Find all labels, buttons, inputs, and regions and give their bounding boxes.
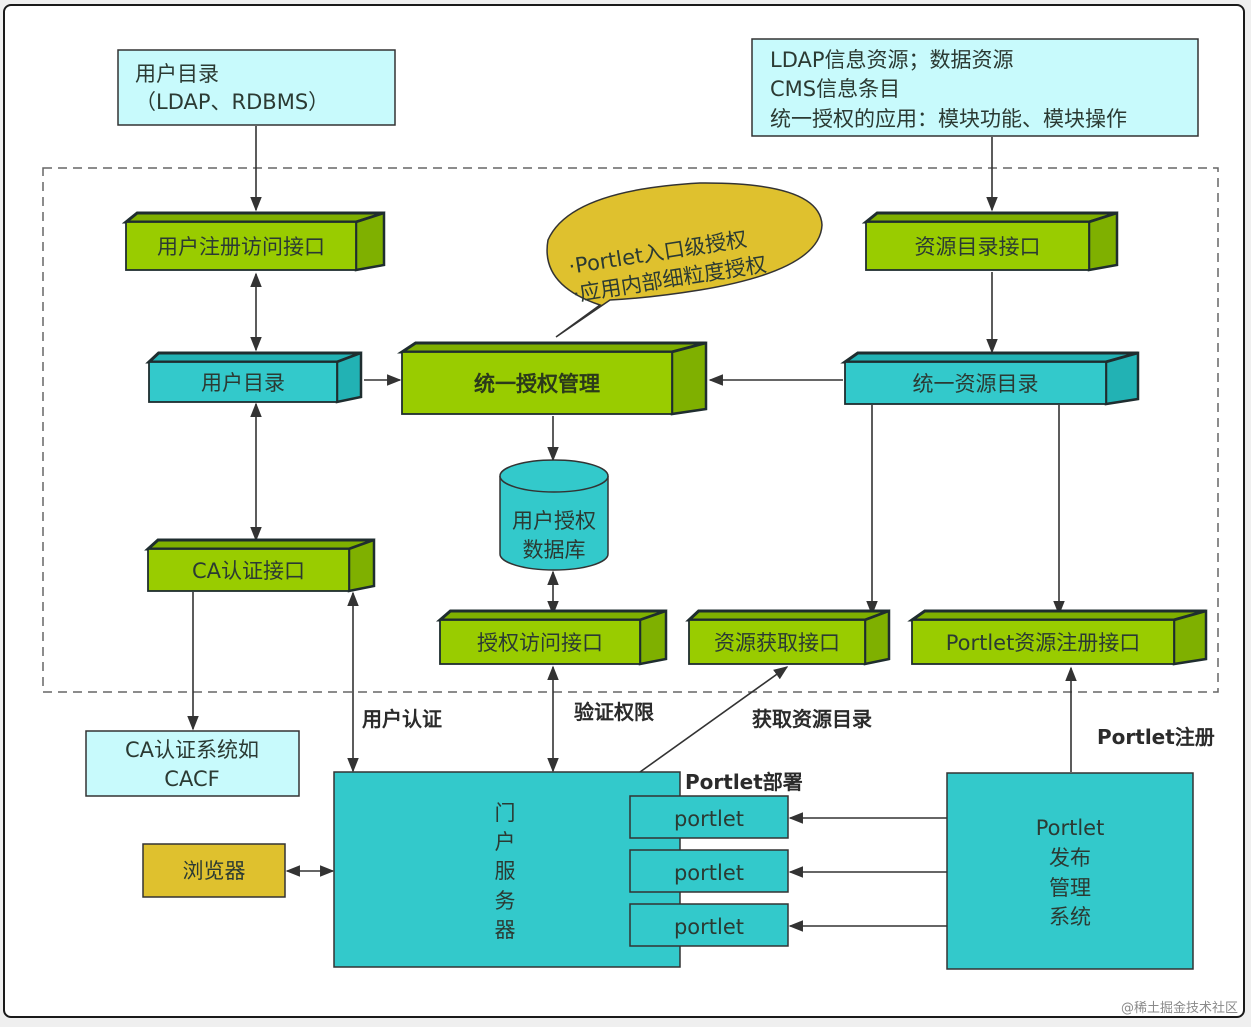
user-register-interface[interactable]: 用户注册访问接口	[121, 211, 386, 272]
portlet-1[interactable]: portlet	[629, 795, 789, 839]
unified-auth-management-label: 统一授权管理	[474, 372, 600, 396]
unified-resource-directory[interactable]: 统一资源目录	[840, 351, 1140, 406]
edge-label-user-auth: 用户认证	[362, 707, 442, 731]
edge-label-verify-permission: 验证权限	[574, 700, 654, 724]
ca-system-line2: CACF	[164, 767, 219, 791]
ca-auth-interface-front-face	[147, 548, 350, 592]
unified-auth-management-front-face	[401, 351, 673, 415]
portlet-register-interface[interactable]: Portlet资源注册接口	[907, 609, 1208, 666]
portlet-register-interface-side-face	[1172, 609, 1208, 666]
resource-source[interactable]: LDAP信息资源；数据资源 CMS信息条目 统一授权的应用：模块功能、模块操作	[751, 38, 1199, 137]
unified-resource-directory-top-face	[840, 351, 1139, 364]
ca-auth-interface-label: CA认证接口	[192, 559, 305, 583]
portal-server-char-1: 门	[495, 801, 516, 825]
auth-access-interface-front-face	[439, 619, 641, 665]
user-directory-label: 用户目录	[201, 371, 285, 395]
portal-server-char-3: 服	[495, 859, 516, 883]
auth-callout: ·Portlet入口级授权 ·应用内部细粒度授权	[546, 182, 823, 338]
user-directory-source[interactable]: 用户目录 （LDAP、RDBMS）	[117, 49, 396, 126]
portlet-3[interactable]: portlet	[629, 903, 789, 947]
watermark: @稀土掘金技术社区	[1121, 1000, 1238, 1016]
publish-system-line1: Portlet	[1036, 816, 1105, 840]
resource-fetch-interface-side-face	[863, 609, 891, 666]
ca-auth-interface[interactable]: CA认证接口	[144, 538, 376, 593]
portal-server-char-2: 户	[495, 830, 516, 854]
portlet-register-interface-front-face	[911, 619, 1175, 665]
unified-auth-management-top-face	[397, 341, 707, 354]
user-register-interface-label: 用户注册访问接口	[157, 235, 325, 259]
auth-access-interface-side-face	[638, 609, 668, 666]
auth-database[interactable]: 用户授权 数据库	[499, 459, 609, 571]
resource-fetch-interface-label: 资源获取接口	[714, 631, 840, 655]
auth-database-line1: 用户授权	[512, 509, 596, 533]
ca-system[interactable]: CA认证系统如 CACF	[85, 730, 300, 797]
portlet-3-label: portlet	[674, 915, 744, 939]
portlet-publish-system[interactable]: Portlet 发布 管理 系统	[946, 772, 1194, 970]
ca-auth-interface-side-face	[347, 538, 376, 593]
resource-source-line1: LDAP信息资源；数据资源	[770, 48, 1014, 72]
user-register-interface-top-face	[121, 211, 385, 224]
ca-system-line1: CA认证系统如	[125, 738, 259, 762]
portal-server[interactable]: 门 户 服 务 器	[333, 771, 681, 968]
unified-resource-directory-front-face	[844, 361, 1107, 405]
unified-auth-management[interactable]: 统一授权管理	[397, 341, 708, 416]
auth-access-interface-label: 授权访问接口	[477, 631, 603, 655]
resource-fetch-interface-front-face	[688, 619, 866, 665]
portal-server-char-5: 器	[495, 918, 516, 942]
user-register-interface-side-face	[354, 211, 386, 272]
arrow-portal-to-fetch	[639, 666, 789, 773]
auth-database-line2: 数据库	[523, 538, 586, 562]
unified-resource-directory-label: 统一资源目录	[913, 372, 1039, 396]
browser-box[interactable]: 浏览器	[142, 843, 286, 898]
resource-directory-interface-side-face	[1087, 211, 1119, 272]
portal-server-char-4: 务	[495, 889, 516, 913]
resource-directory-interface-top-face	[861, 211, 1118, 224]
unified-resource-directory-side-face	[1104, 351, 1140, 406]
edge-label-portlet-register: Portlet注册	[1097, 725, 1215, 749]
publish-system-line3: 管理	[1049, 876, 1091, 900]
portlet-1-label: portlet	[674, 807, 744, 831]
auth-access-interface-top-face	[435, 609, 667, 622]
portlet-register-interface-top-face	[907, 609, 1207, 622]
user-directory[interactable]: 用户目录	[145, 351, 363, 404]
user-register-interface-front-face	[125, 221, 357, 271]
publish-system-line2: 发布	[1049, 846, 1091, 870]
user-directory-source-line2: （LDAP、RDBMS）	[135, 90, 329, 114]
resource-fetch-interface[interactable]: 资源获取接口	[685, 609, 891, 666]
system-boundary	[42, 167, 1219, 693]
edge-label-fetch-resource-directory: 获取资源目录	[752, 707, 872, 731]
ca-auth-interface-top-face	[144, 538, 375, 551]
publish-system-line4: 系统	[1049, 905, 1091, 929]
user-directory-front-face	[148, 361, 338, 403]
resource-directory-interface[interactable]: 资源目录接口	[861, 211, 1119, 272]
connectors	[187, 126, 1077, 932]
user-directory-top-face	[145, 351, 362, 364]
user-directory-source-line1: 用户目录	[135, 62, 219, 86]
resource-directory-interface-label: 资源目录接口	[915, 235, 1041, 259]
resource-directory-interface-front-face	[865, 221, 1090, 271]
auth-access-interface[interactable]: 授权访问接口	[435, 609, 668, 666]
portlet-2-label: portlet	[674, 861, 744, 885]
resource-fetch-interface-top-face	[685, 609, 890, 622]
unified-auth-management-side-face	[670, 341, 708, 416]
browser-label: 浏览器	[183, 859, 246, 883]
edge-label-portlet-deploy: Portlet部署	[685, 770, 803, 794]
resource-source-line3: 统一授权的应用：模块功能、模块操作	[770, 107, 1127, 131]
portlet-2[interactable]: portlet	[629, 849, 789, 893]
resource-source-line2: CMS信息条目	[770, 77, 900, 101]
portlet-register-interface-label: Portlet资源注册接口	[946, 631, 1141, 655]
user-directory-side-face	[335, 351, 363, 404]
